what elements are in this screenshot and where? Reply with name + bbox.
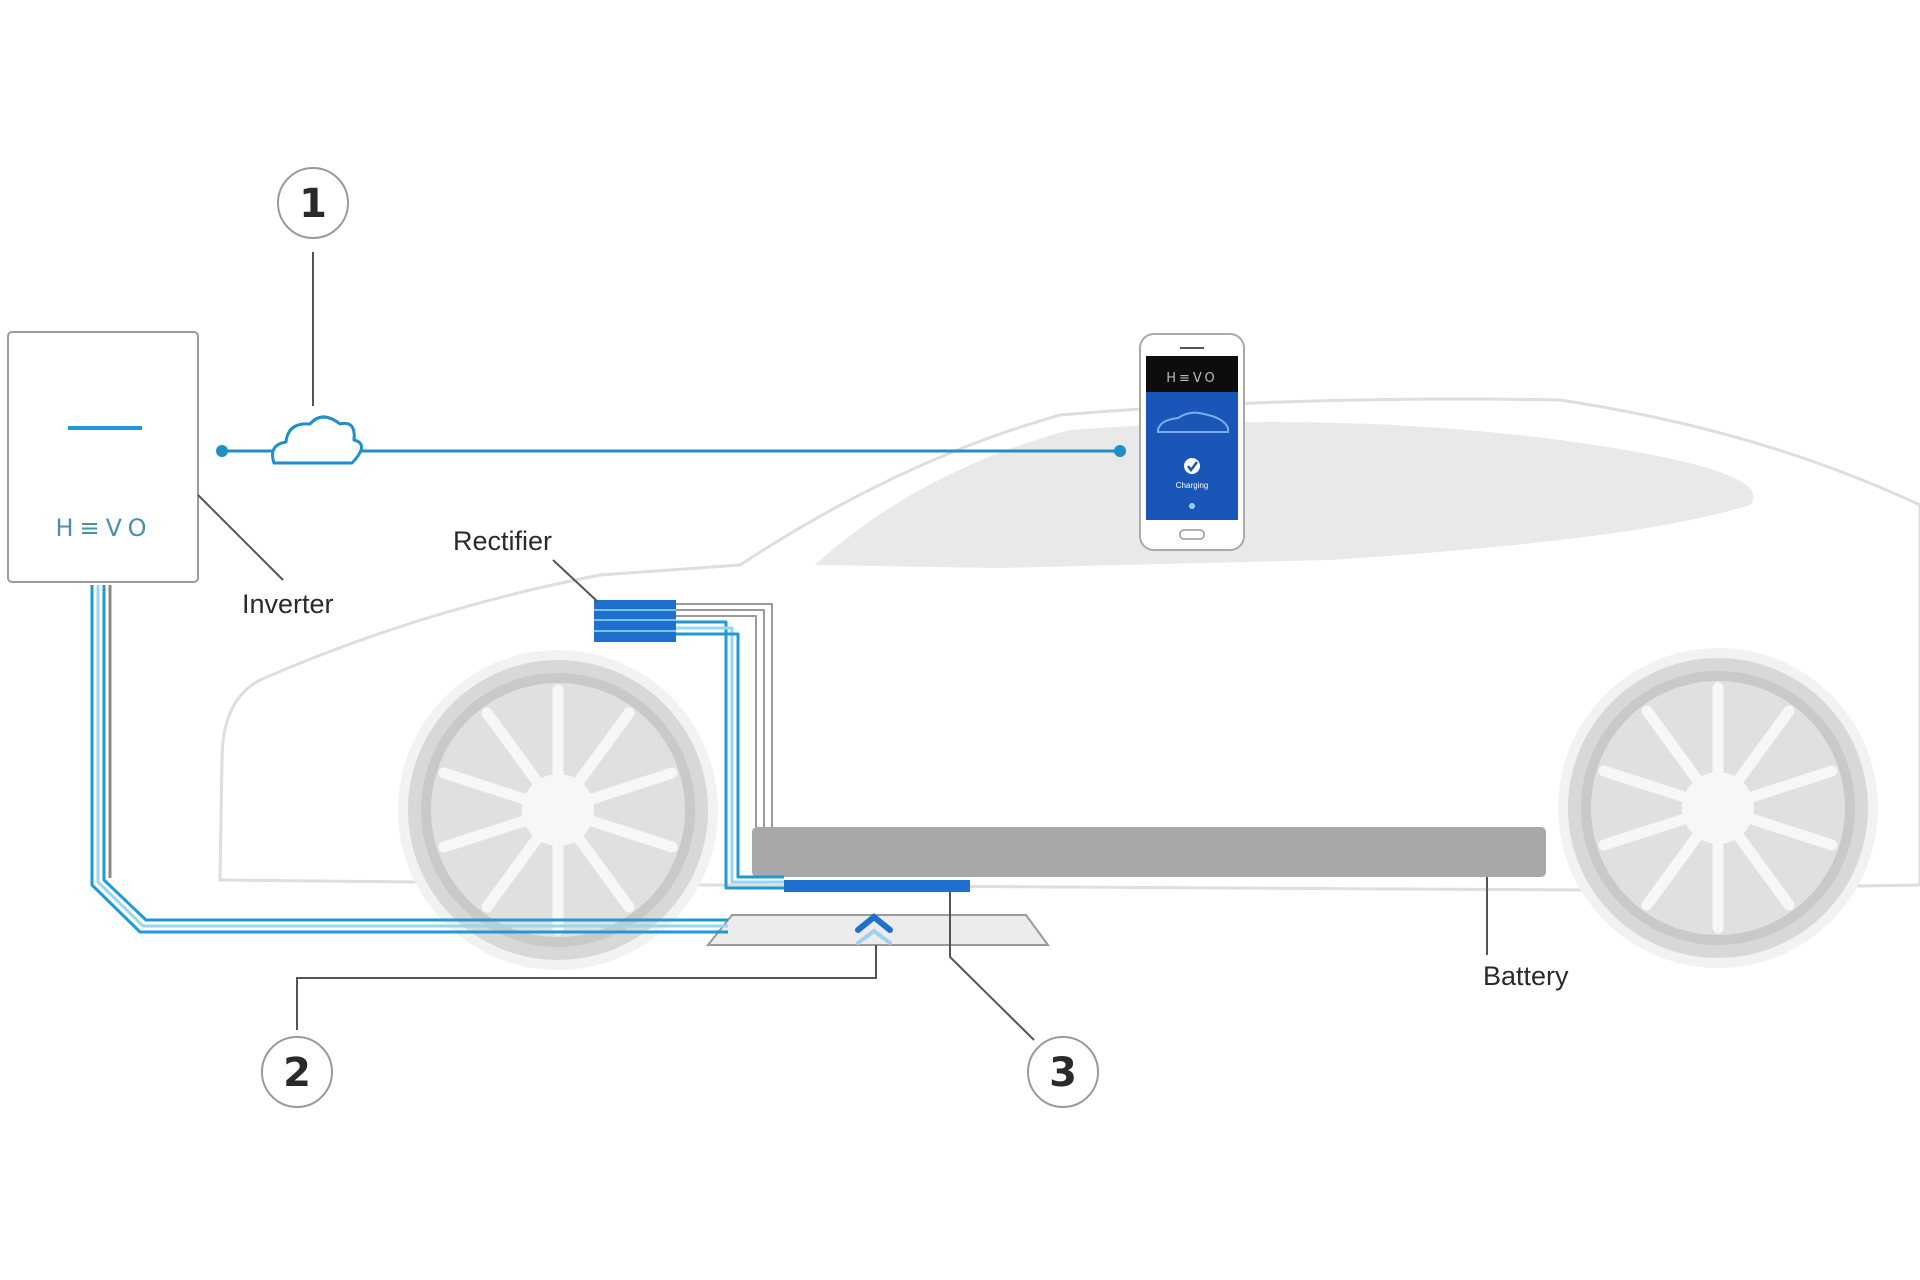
inverter-label: Inverter xyxy=(242,589,334,619)
callout-two-number: 2 xyxy=(283,1050,311,1096)
phone-status: Charging xyxy=(1176,481,1208,490)
smartphone: H≡VO Charging xyxy=(1139,333,1245,551)
inverter-unit: H≡VO xyxy=(7,331,199,583)
callout-three-leader xyxy=(949,892,1035,1041)
car-body-outline xyxy=(218,397,1920,892)
callout-one: 1 xyxy=(277,167,349,239)
cloud-icon xyxy=(271,415,363,465)
rectifier-cables xyxy=(676,603,784,890)
callout-three: 3 xyxy=(1027,1036,1099,1108)
car-window xyxy=(815,422,1754,568)
cloud-connection xyxy=(216,445,1126,457)
callout-three-number: 3 xyxy=(1049,1050,1077,1096)
callout-two-leader xyxy=(296,945,877,1030)
battery-label: Battery xyxy=(1483,961,1569,991)
inverter-leader xyxy=(197,494,284,581)
ground-pad xyxy=(705,913,1050,946)
rectifier-leader xyxy=(552,559,599,603)
receiver-coil xyxy=(784,880,970,892)
front-wheel xyxy=(398,650,718,970)
phone-app-brand: H≡VO xyxy=(1166,371,1218,386)
car-icon xyxy=(1157,411,1229,433)
rectifier-label: Rectifier xyxy=(453,526,552,556)
rectifier xyxy=(594,600,676,642)
callout-one-number: 1 xyxy=(299,181,327,227)
inverter-to-pad-cable xyxy=(90,585,728,934)
check-icon xyxy=(1184,458,1200,474)
car xyxy=(218,397,1920,970)
battery-pack xyxy=(752,827,1546,877)
rear-wheel xyxy=(1558,648,1878,968)
callout-two: 2 xyxy=(261,1036,333,1108)
inverter-brand: H≡VO xyxy=(55,514,152,542)
